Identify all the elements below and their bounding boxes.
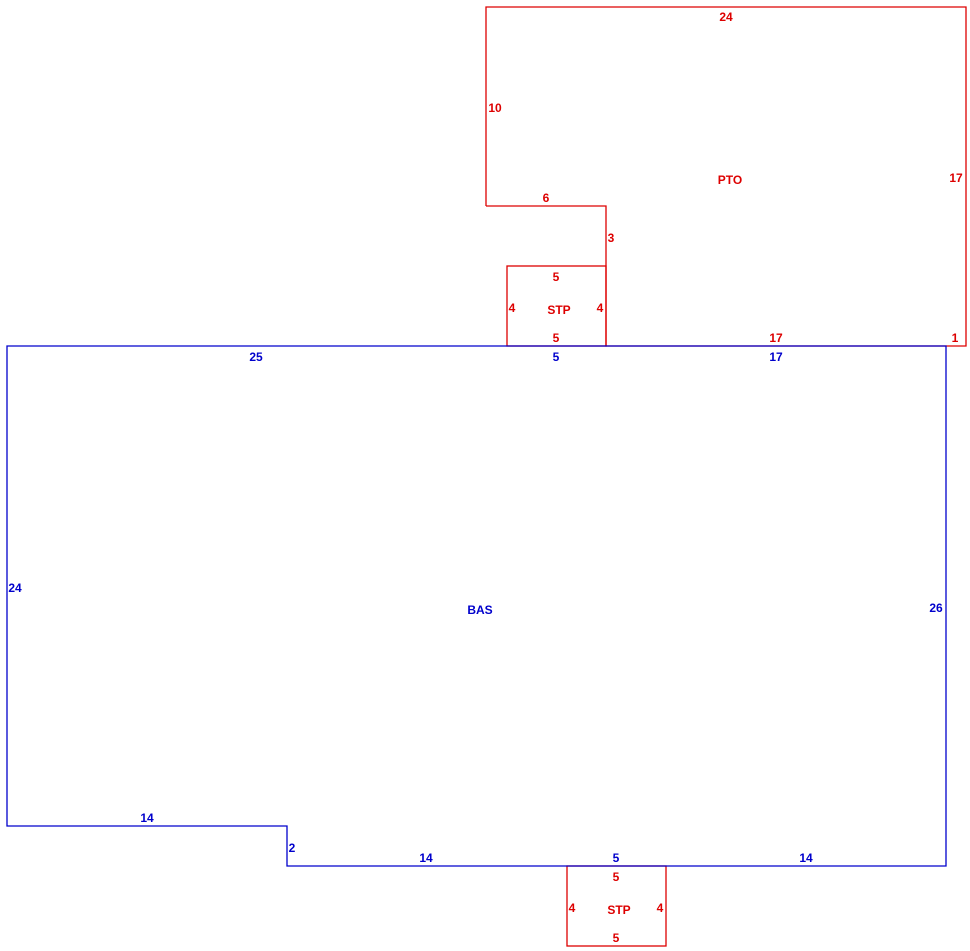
stp-top-dim-top: 5	[553, 270, 560, 284]
stp-top-dim-left: 4	[509, 301, 516, 315]
stp-bottom-label: STP	[607, 903, 630, 917]
bas-label: BAS	[467, 603, 492, 617]
bas-dim-bottom-right: 14	[799, 851, 813, 865]
bas-dim-bottom-left-inner: 14	[419, 851, 433, 865]
stp-bottom-dim-right: 4	[657, 901, 664, 915]
stp-top-label: STP	[547, 303, 570, 317]
pto-dim-inner-vertical: 3	[608, 231, 615, 245]
pto-dim-left: 10	[488, 101, 502, 115]
area-bas: 25 5 17 26 14 5 14 2 14 24 BAS	[6, 345, 947, 867]
bas-dim-jog: 2	[289, 841, 296, 855]
stp-bottom-dim-top: 5	[613, 870, 620, 884]
stp-bottom-dim-left: 4	[569, 901, 576, 915]
area-stp-bottom: 5 4 5 4 STP	[566, 865, 667, 947]
pto-dim-inner-horizontal: 6	[543, 191, 550, 205]
pto-dim-right: 17	[949, 171, 963, 185]
pto-dim-top: 24	[719, 10, 733, 24]
bas-dim-top-left: 25	[249, 350, 263, 364]
bas-dim-bottom-left: 14	[140, 811, 154, 825]
pto-dim-right-jog: 1	[952, 331, 959, 345]
area-stp-top: 5 4 5 4 STP	[506, 265, 607, 347]
area-pto: 24 17 1 17 3 6 10 PTO	[485, 6, 967, 347]
stp-top-dim-right: 4	[597, 301, 604, 315]
bas-dim-left: 24	[8, 581, 22, 595]
stp-top-dim-bottom: 5	[553, 331, 560, 345]
pto-label: PTO	[718, 173, 742, 187]
stp-bottom-dim-bottom: 5	[613, 931, 620, 945]
bas-dim-bottom-middle: 5	[613, 851, 620, 865]
bas-dim-top-middle: 5	[553, 350, 560, 364]
bas-dim-right: 26	[929, 601, 943, 615]
bas-dim-top-right: 17	[769, 350, 783, 364]
bas-outline	[6, 345, 947, 867]
pto-dim-bottom: 17	[769, 331, 783, 345]
